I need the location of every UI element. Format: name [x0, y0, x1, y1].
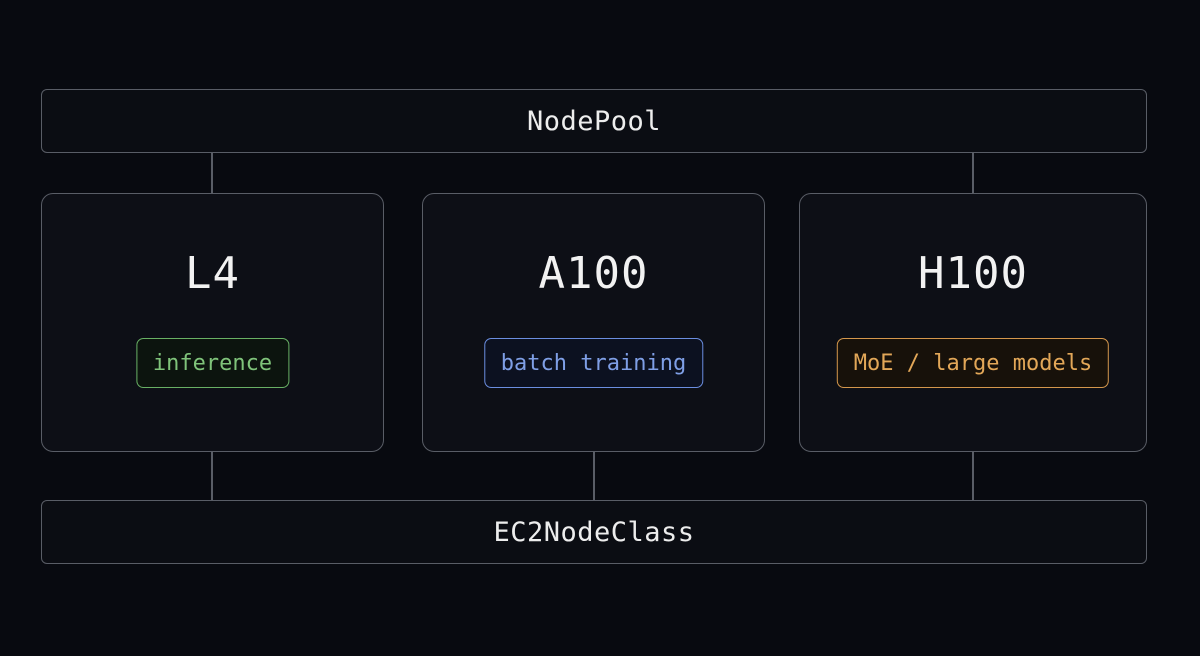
- gpu-name: L4: [185, 248, 240, 299]
- connector-a100-nodeclass: [593, 452, 595, 501]
- connector-nodepool-l4: [211, 153, 213, 194]
- workload-label: MoE / large models: [853, 350, 1093, 376]
- workload-label: inference: [152, 350, 273, 376]
- nodepool-box: NodePool: [41, 89, 1147, 153]
- workload-badge: inference: [135, 338, 290, 388]
- ec2nodeclass-label: EC2NodeClass: [493, 516, 695, 548]
- gpu-name: A100: [538, 248, 649, 299]
- gpu-card-a100: A100 batch training: [422, 193, 765, 452]
- connector-h100-nodeclass: [972, 452, 974, 501]
- gpu-card-l4: L4 inference: [41, 193, 384, 452]
- connector-nodepool-h100: [972, 153, 974, 194]
- connector-l4-nodeclass: [211, 452, 213, 501]
- ec2nodeclass-box: EC2NodeClass: [41, 500, 1147, 564]
- nodepool-label: NodePool: [526, 105, 662, 137]
- gpu-name: H100: [918, 248, 1028, 299]
- workload-badge: batch training: [483, 338, 704, 388]
- workload-label: batch training: [500, 350, 687, 376]
- workload-badge: MoE / large models: [836, 338, 1110, 388]
- gpu-card-h100: H100 MoE / large models: [799, 193, 1147, 452]
